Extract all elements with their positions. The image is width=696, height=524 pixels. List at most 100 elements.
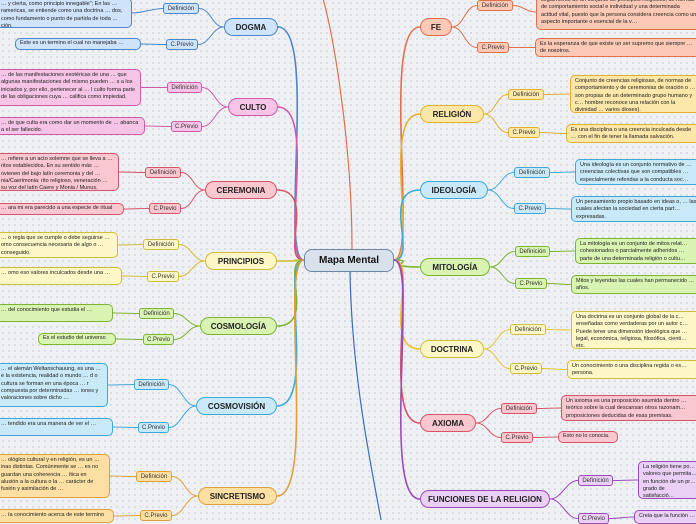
link-center-funciones-de-la-religion <box>393 259 421 500</box>
cosmovision-definition-note: … el alemán Weltanschauung, es una … e l… <box>0 363 108 407</box>
link-principios-note-1 <box>121 275 148 277</box>
link-center-cosmologia <box>276 259 305 327</box>
link-funciones-de-la-religion-note-0 <box>612 479 639 481</box>
cosmovision-previous-tag[interactable]: C.Previo <box>138 422 169 433</box>
link-axioma-tag-1 <box>475 422 502 438</box>
topic-sincretismo[interactable]: SINCRETISMO <box>198 487 277 505</box>
mitologia-previous-tag[interactable]: C.Previo <box>515 278 547 289</box>
link-doctrina-tag-0 <box>483 329 511 350</box>
link-ceremonia-note-1 <box>123 208 150 210</box>
principios-definition-tag[interactable]: Definición <box>143 239 179 250</box>
link-dogma-note-1 <box>140 43 167 45</box>
dogma-definition-tag[interactable]: Definición <box>163 3 199 14</box>
link-center-ceremonia <box>276 189 305 261</box>
topic-cosmovision[interactable]: COSMOVISIÓN <box>196 397 277 415</box>
link-sincretismo-tag-1 <box>171 495 199 516</box>
topic-axioma[interactable]: AXIOMA <box>420 414 476 432</box>
topic-cosmologia[interactable]: COSMOLOGÍA <box>200 317 277 335</box>
link-center-ideologia <box>393 189 421 261</box>
ideologia-definition-tag[interactable]: Definición <box>514 167 550 178</box>
cosmologia-previous-tag[interactable]: C.Previo <box>143 334 174 345</box>
topic-mitologia[interactable]: MITOLOGÍA <box>420 258 490 276</box>
dogma-previous-tag[interactable]: C.Previo <box>166 39 198 50</box>
link-sincretismo-tag-0 <box>171 476 199 497</box>
funciones-definition-tag[interactable]: Definición <box>578 475 613 486</box>
link-mitologia-tag-1 <box>489 266 516 284</box>
link-mitologia-tag-0 <box>489 251 516 268</box>
funciones-previous-tag[interactable]: C.Previo <box>578 513 609 524</box>
edge-line-top <box>322 0 353 250</box>
link-ideologia-note-1 <box>545 208 572 210</box>
link-center-sincretismo <box>276 259 305 497</box>
culto-previous-tag[interactable]: C.Previo <box>171 121 202 132</box>
topic-fe[interactable]: FE <box>420 18 452 36</box>
principios-previous-tag[interactable]: C.Previo <box>147 271 179 282</box>
link-axioma-note-0 <box>536 407 562 409</box>
axioma-definition-note: Un axioma es una proposición asumida den… <box>561 395 696 421</box>
link-center-dogma <box>277 26 305 261</box>
doctrina-previous-tag[interactable]: C.Previo <box>510 363 542 374</box>
link-culto-tag-0 <box>201 87 229 108</box>
topic-ceremonia[interactable]: CEREMONIA <box>205 181 277 199</box>
cosmologia-definition-tag[interactable]: Definición <box>139 308 174 319</box>
fe-previous-note: Es la esperanza de que existe un ser sup… <box>535 38 696 57</box>
topic-principios[interactable]: PRINCIPIOS <box>205 252 277 270</box>
fe-previous-tag[interactable]: C.Previo <box>477 42 509 53</box>
link-ceremonia-note-0 <box>118 171 146 173</box>
topic-funciones-de-la-religion[interactable]: FUNCIONES DE LA RELIGION <box>420 490 550 508</box>
funciones-previous-note: Creia que la función … <box>634 510 696 524</box>
link-funciones-de-la-religion-tag-0 <box>549 480 579 500</box>
religion-previous-tag[interactable]: C.Previo <box>508 127 540 138</box>
link-cosmovision-note-0 <box>107 384 135 386</box>
link-ideologia-note-0 <box>549 171 576 173</box>
link-center-cosmovision <box>276 259 305 407</box>
link-cosmologia-note-0 <box>112 312 140 314</box>
link-principios-tag-1 <box>178 260 206 277</box>
link-ceremonia-tag-1 <box>180 189 206 209</box>
topic-ideologia[interactable]: IDEOLOGÍA <box>420 181 488 199</box>
link-axioma-note-1 <box>532 436 559 438</box>
ceremonia-definition-note: … refiere a un acto solemne que se lleva… <box>0 153 119 191</box>
doctrina-definition-note: Una doctrina es un conjunto global de la… <box>571 311 696 349</box>
ceremonia-previous-tag[interactable]: C.Previo <box>149 203 181 214</box>
topic-doctrina[interactable]: DOCTRINA <box>420 340 484 358</box>
link-ceremonia-tag-0 <box>180 172 206 191</box>
topic-culto[interactable]: CULTO <box>228 98 278 116</box>
religion-previous-note: Es una disciplina o una creencia inculca… <box>566 124 696 143</box>
doctrina-definition-tag[interactable]: Definición <box>510 324 546 335</box>
sincretismo-previous-tag[interactable]: C.Previo <box>140 510 172 521</box>
central-topic[interactable]: Mapa Mental <box>304 249 394 272</box>
axioma-definition-tag[interactable]: Definición <box>501 403 537 414</box>
link-cosmovision-tag-0 <box>168 384 197 407</box>
mitologia-definition-tag[interactable]: Definición <box>515 246 550 257</box>
culto-previous-note: … de que culta era como dar un momento d… <box>0 117 145 135</box>
dogma-definition-note: … y cierta, como principio innegable"; E… <box>0 0 132 28</box>
fe-definition-tag[interactable]: Definición <box>477 0 513 11</box>
ideologia-previous-tag[interactable]: C.Previo <box>514 203 546 214</box>
topic-dogma[interactable]: DOGMA <box>224 18 278 36</box>
link-principios-tag-0 <box>178 244 206 262</box>
topic-religion[interactable]: RELIGIÓN <box>420 105 484 123</box>
link-center-fe <box>393 26 421 261</box>
principios-previous-note: … omo eso valores inculcados desde una … <box>0 267 122 285</box>
link-cosmologia-tag-0 <box>173 313 201 327</box>
funciones-definition-note: La religión tiene po… valores que permit… <box>638 461 696 499</box>
sincretismo-definition-tag[interactable]: Definición <box>136 471 172 482</box>
link-cosmovision-tag-1 <box>168 405 197 428</box>
ideologia-definition-note: Una ideología es un conjunto normativo d… <box>575 159 696 185</box>
culto-definition-tag[interactable]: Definición <box>167 82 202 93</box>
link-cosmologia-tag-1 <box>173 325 201 340</box>
cosmologia-definition-note: … del conocimiento que estudia el … <box>0 304 113 322</box>
link-center-principios <box>276 259 305 262</box>
ceremonia-previous-note: … ara mi era parecido a una especie de r… <box>0 203 124 215</box>
link-ideologia-tag-0 <box>487 172 515 191</box>
religion-definition-tag[interactable]: Definición <box>508 89 544 100</box>
ceremonia-definition-tag[interactable]: Definición <box>145 167 181 178</box>
link-doctrina-note-0 <box>545 329 572 331</box>
link-cosmovision-note-1 <box>112 426 139 428</box>
cosmovision-definition-tag[interactable]: Definición <box>134 379 169 390</box>
axioma-previous-tag[interactable]: C.Previo <box>501 432 533 443</box>
link-center-doctrina <box>393 259 421 350</box>
fe-definition-note: seguimiento de un conjunto de principios… <box>536 0 696 30</box>
